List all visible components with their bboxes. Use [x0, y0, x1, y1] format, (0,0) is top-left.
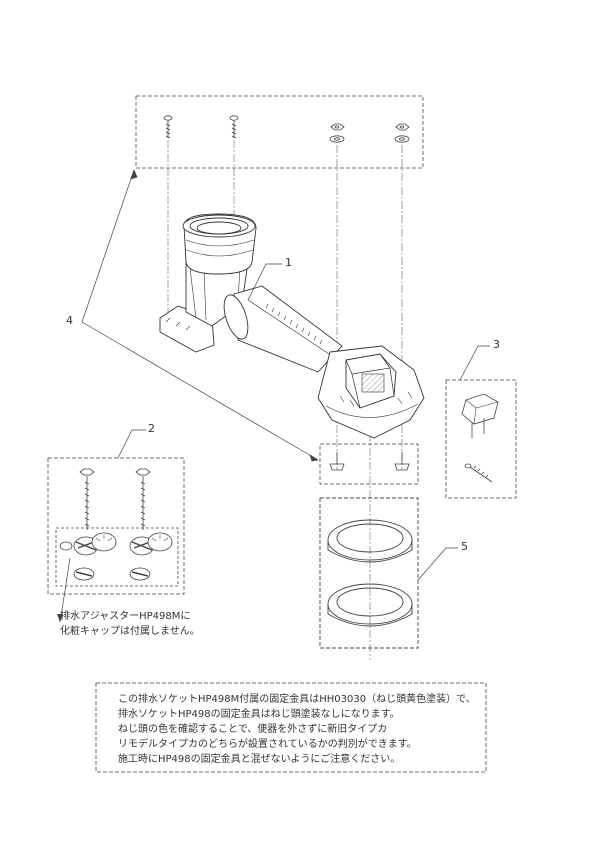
anchor-box	[319, 443, 419, 485]
gasket-ring	[327, 583, 413, 627]
drain-socket-body	[159, 213, 425, 439]
screw-icon	[464, 463, 493, 483]
anchor-icon	[329, 452, 345, 471]
notice-line-5: 施工時にHP498の固定金具と混ぜないようにご注意ください。	[118, 752, 400, 765]
bolt-icon	[135, 468, 151, 530]
fastener-group-top	[135, 95, 424, 169]
bracket-part	[445, 379, 517, 499]
callout-4: 4	[66, 314, 73, 327]
notice-line-1: この排水ソケットHP498M付属の固定金具はHH03030（ねじ頭黄色塗装）で、	[118, 692, 476, 705]
gasket-rings	[319, 497, 419, 649]
callout-5: 5	[461, 540, 468, 553]
leader-line-2	[117, 429, 146, 459]
drain-adjuster-set	[47, 457, 185, 595]
gasket-ring	[327, 519, 413, 563]
washer-icon	[129, 567, 151, 581]
notice-line-2: 排水ソケットHP498の固定金具はねじ頭塗装なしになります。	[118, 707, 400, 720]
notice-line-3: ねじ頭の色を確認することで、便器を外さずに新旧タイプカ	[118, 722, 387, 735]
callout-3: 3	[493, 338, 500, 351]
callout-2: 2	[148, 422, 155, 435]
leader-line-3	[459, 345, 490, 381]
nut-washer-icon	[329, 123, 345, 143]
adjuster-disc	[59, 532, 117, 556]
leader-line-5	[417, 547, 458, 581]
anchor-icon	[394, 452, 410, 471]
adjuster-note-line2: 化粧キャップは付属しません。	[60, 624, 200, 637]
nut-washer-icon	[394, 123, 410, 143]
screw-icon	[229, 115, 239, 139]
adjuster-disc	[129, 532, 173, 556]
callout-1: 1	[285, 256, 292, 269]
leader-lines-4	[81, 169, 319, 462]
screw-icon	[163, 115, 173, 139]
notice-box: この排水ソケットHP498M付属の固定金具はHH03030（ねじ頭黄色塗装）で、…	[95, 682, 487, 773]
washer-icon	[73, 567, 95, 581]
notice-line-4: リモデルタイプカのどちらが設置されているかの判別ができます。	[118, 737, 417, 750]
bolt-icon	[79, 468, 95, 530]
leader-line-1	[247, 263, 282, 301]
adjuster-note-line1: 排水アジャスターHP498Mに	[60, 609, 190, 622]
